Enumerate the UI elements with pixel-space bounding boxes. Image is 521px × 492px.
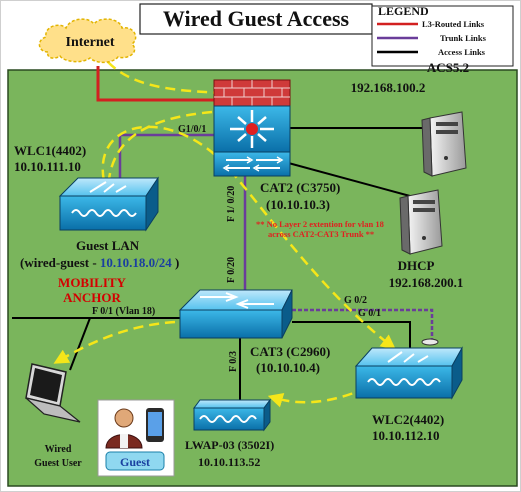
internet-cloud: Internet xyxy=(38,18,137,64)
guest-lan-label: Guest LAN xyxy=(76,238,140,253)
anchor-line2: ANCHOR xyxy=(63,290,121,305)
tunnel-wlc2-lwap xyxy=(267,370,396,408)
guest-lan-detail: (wired-guest - 10.10.18.0/24 ) xyxy=(20,255,179,270)
cat3-device: CAT3 (C2960) (10.10.10.4) xyxy=(178,289,330,375)
note-line2: across CAT2-CAT3 Trunk ** xyxy=(268,229,374,239)
cat3-name: CAT3 (C2960) xyxy=(250,344,330,359)
port-f1020: F 1/ 0/20 xyxy=(226,186,237,222)
legend-trunk-label: Trunk Links xyxy=(440,33,487,43)
note-line1: ** No Layer 2 extention for vlan 18 xyxy=(256,219,384,229)
guest-badge-label: Guest xyxy=(120,455,150,469)
tunnel-wlc1-wlc2 xyxy=(101,125,396,350)
acs-ip: 192.168.100.2 xyxy=(351,80,426,95)
wlc1-device: WLC1(4402) 10.10.111.10 xyxy=(14,143,159,232)
page-title: Wired Guest Access xyxy=(163,6,350,31)
cat2-device xyxy=(213,79,291,177)
title-box xyxy=(139,3,373,35)
wlc2-device: WLC2(4402) 10.10.112.10 xyxy=(354,338,463,443)
guest-lan-subnet: 10.10.18.0/24 xyxy=(100,255,172,270)
laptop-icon: Wired Guest User xyxy=(25,363,82,469)
wlc2-ip: 10.10.112.10 xyxy=(372,428,440,443)
dhcp-server: DHCP 192.168.200.1 xyxy=(389,189,464,290)
legend-heading: LEGEND xyxy=(378,4,429,18)
dhcp-ip: 192.168.200.1 xyxy=(389,275,464,290)
l3-link-internet xyxy=(96,66,222,102)
wlc1-ip: 10.10.111.10 xyxy=(14,159,81,174)
legend: LEGEND L3-Routed Links Trunk Links Acces… xyxy=(371,4,514,67)
link-cat2-dhcp xyxy=(269,157,411,197)
guest-lan-suffix: ) xyxy=(172,255,180,270)
port-f01: F 0/1 (Vlan 18) xyxy=(92,306,155,317)
access-cat3-g01 xyxy=(292,321,411,350)
wlc1-name: WLC1(4402) xyxy=(14,143,86,158)
wlc2-name: WLC2(4402) xyxy=(372,412,444,427)
lwap-ip: 10.10.113.52 xyxy=(198,455,260,469)
guest-person-icon xyxy=(114,408,134,428)
internet-label: Internet xyxy=(66,35,115,50)
guest-lan-prefix: (wired-guest - xyxy=(20,255,100,270)
laptop-label-1: Wired xyxy=(45,444,72,455)
cat2-ip: (10.10.10.3) xyxy=(266,197,330,212)
guest-badge: Guest xyxy=(97,399,175,477)
port-g02: G 0/2 xyxy=(344,295,367,306)
acs-server: ACS5.2 192.168.100.2 xyxy=(351,60,469,177)
acs-name: ACS5.2 xyxy=(427,60,469,75)
switch-icon xyxy=(213,151,291,177)
laptop-label-2: Guest User xyxy=(34,458,82,469)
lwap-device: LWAP-03 (3502I) 10.10.113.52 xyxy=(185,398,274,469)
port-f03: F 0/3 xyxy=(228,351,239,372)
legend-l3-label: L3-Routed Links xyxy=(422,19,485,29)
trunk-cat3-g02 xyxy=(292,308,434,340)
dhcp-name: DHCP xyxy=(398,258,435,273)
port-g01: G 0/1 xyxy=(358,308,381,319)
port-f020: F 0/20 xyxy=(226,257,237,283)
anchor-line1: MOBILITY xyxy=(58,275,127,290)
lwap-name: LWAP-03 (3502I) xyxy=(185,438,274,452)
cat2-name: CAT2 (C3750) xyxy=(260,180,340,195)
legend-box xyxy=(371,5,514,67)
port-g101: G1/0/1 xyxy=(178,124,206,135)
cat3-ip: (10.10.10.4) xyxy=(256,360,320,375)
link-to-laptop xyxy=(69,317,91,371)
legend-access-label: Access Links xyxy=(438,47,486,57)
guest-badge-pill xyxy=(105,451,165,471)
